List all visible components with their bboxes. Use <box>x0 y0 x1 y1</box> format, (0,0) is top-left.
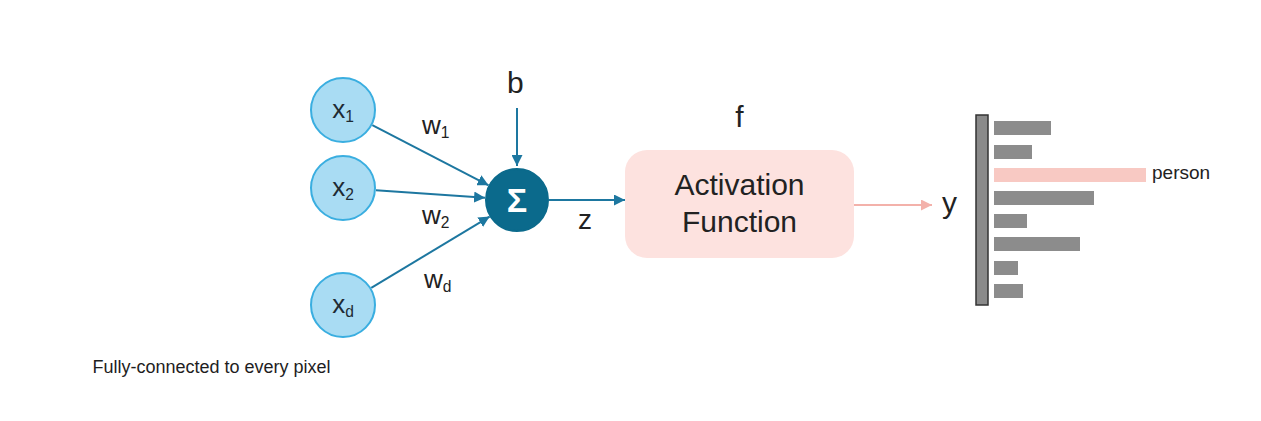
subscript: d <box>443 278 452 295</box>
output-arrow <box>852 204 932 206</box>
bias-arrow <box>516 108 518 166</box>
person-left <box>75 104 120 326</box>
street-photo-part <box>210 150 250 340</box>
person-right-part <box>128 122 189 210</box>
street-photo-part <box>75 70 250 152</box>
street-photo-part <box>75 132 250 154</box>
panel-caption: Fully-connected to every pixel <box>33 357 390 378</box>
subscript: 2 <box>345 186 354 203</box>
person-right-part <box>137 89 163 119</box>
output-bar-chart-part <box>994 261 1018 275</box>
sum-node: Σ <box>485 168 549 232</box>
person-right <box>124 89 190 327</box>
person-left-part <box>76 314 100 326</box>
subscript: 1 <box>345 108 354 125</box>
subscript: d <box>345 303 354 320</box>
person-right-part <box>124 122 190 210</box>
input-label: x2 <box>332 172 354 204</box>
street-photo-part <box>205 82 243 96</box>
input-label: x1 <box>332 94 354 126</box>
bias-label: b <box>507 66 524 100</box>
output-label: y <box>942 186 957 220</box>
output-bar-chart-part <box>994 214 1027 228</box>
person-right-part <box>158 315 182 325</box>
class-label: person <box>1152 162 1210 184</box>
input-panel: Fully-connected to every pixel x1 x2 xd <box>33 5 390 390</box>
person-left-part <box>80 234 94 316</box>
pixel-leader-lines-part <box>96 102 318 178</box>
output-bar-chart-part <box>994 168 1146 182</box>
edge-label: w2 <box>422 200 449 232</box>
pixel-leader-lines-part <box>247 316 318 326</box>
street-photo-part <box>75 252 250 284</box>
person-right-part <box>143 114 157 124</box>
street-photo-part <box>200 128 240 150</box>
street-photo-part <box>75 214 250 242</box>
person-right-part <box>136 208 156 320</box>
pixel-patches-part <box>76 71 95 90</box>
street-photo-part <box>75 292 250 328</box>
output-bar-chart-part <box>994 145 1032 159</box>
person-left-part <box>97 313 119 323</box>
sum-symbol: Σ <box>507 181 527 220</box>
output-bar-chart-part <box>994 284 1023 298</box>
output-bar-chart-part <box>976 115 988 305</box>
input-neuron: xd <box>310 272 376 338</box>
person-right-part <box>158 208 178 318</box>
pixel-patches-part <box>76 100 96 122</box>
edge-label: w1 <box>422 110 449 142</box>
pixel-leader-lines <box>95 73 318 326</box>
street-photo <box>75 70 250 340</box>
output-bar-chart-part <box>994 237 1080 251</box>
weight-connector <box>376 190 485 198</box>
subscript: 1 <box>441 124 450 141</box>
weight-connector <box>549 199 625 201</box>
pixel-patches-part <box>224 313 247 337</box>
street-photo-part <box>75 70 250 340</box>
person-left-part <box>75 132 120 236</box>
activation-label: Activation Function <box>645 167 834 240</box>
input-neuron: x2 <box>310 155 376 221</box>
street-photo-part <box>120 78 134 96</box>
output-bar-chart-part <box>994 191 1094 205</box>
panel-outline <box>34 6 389 389</box>
edge-label: wd <box>424 264 451 296</box>
edge-label: z <box>578 204 592 236</box>
person-left-part <box>99 234 113 314</box>
person-left-part <box>79 104 107 136</box>
pixel-patches <box>76 71 247 337</box>
input-label: xd <box>332 289 354 321</box>
ellipsis-dots <box>341 230 345 266</box>
activation-box: fActivation Function <box>625 150 854 258</box>
function-name: f <box>625 100 854 134</box>
street-photo-part <box>140 72 200 112</box>
person-right-part <box>134 317 158 327</box>
pixel-leader-lines-part <box>95 73 318 102</box>
output-bar-chart-part <box>994 121 1051 135</box>
subscript: 2 <box>441 214 450 231</box>
input-neuron: x1 <box>310 77 376 143</box>
street-photo-part <box>100 78 114 96</box>
street-photo-part <box>75 180 250 202</box>
street-photo-part <box>200 75 250 130</box>
output-bar-chart <box>976 115 1146 305</box>
